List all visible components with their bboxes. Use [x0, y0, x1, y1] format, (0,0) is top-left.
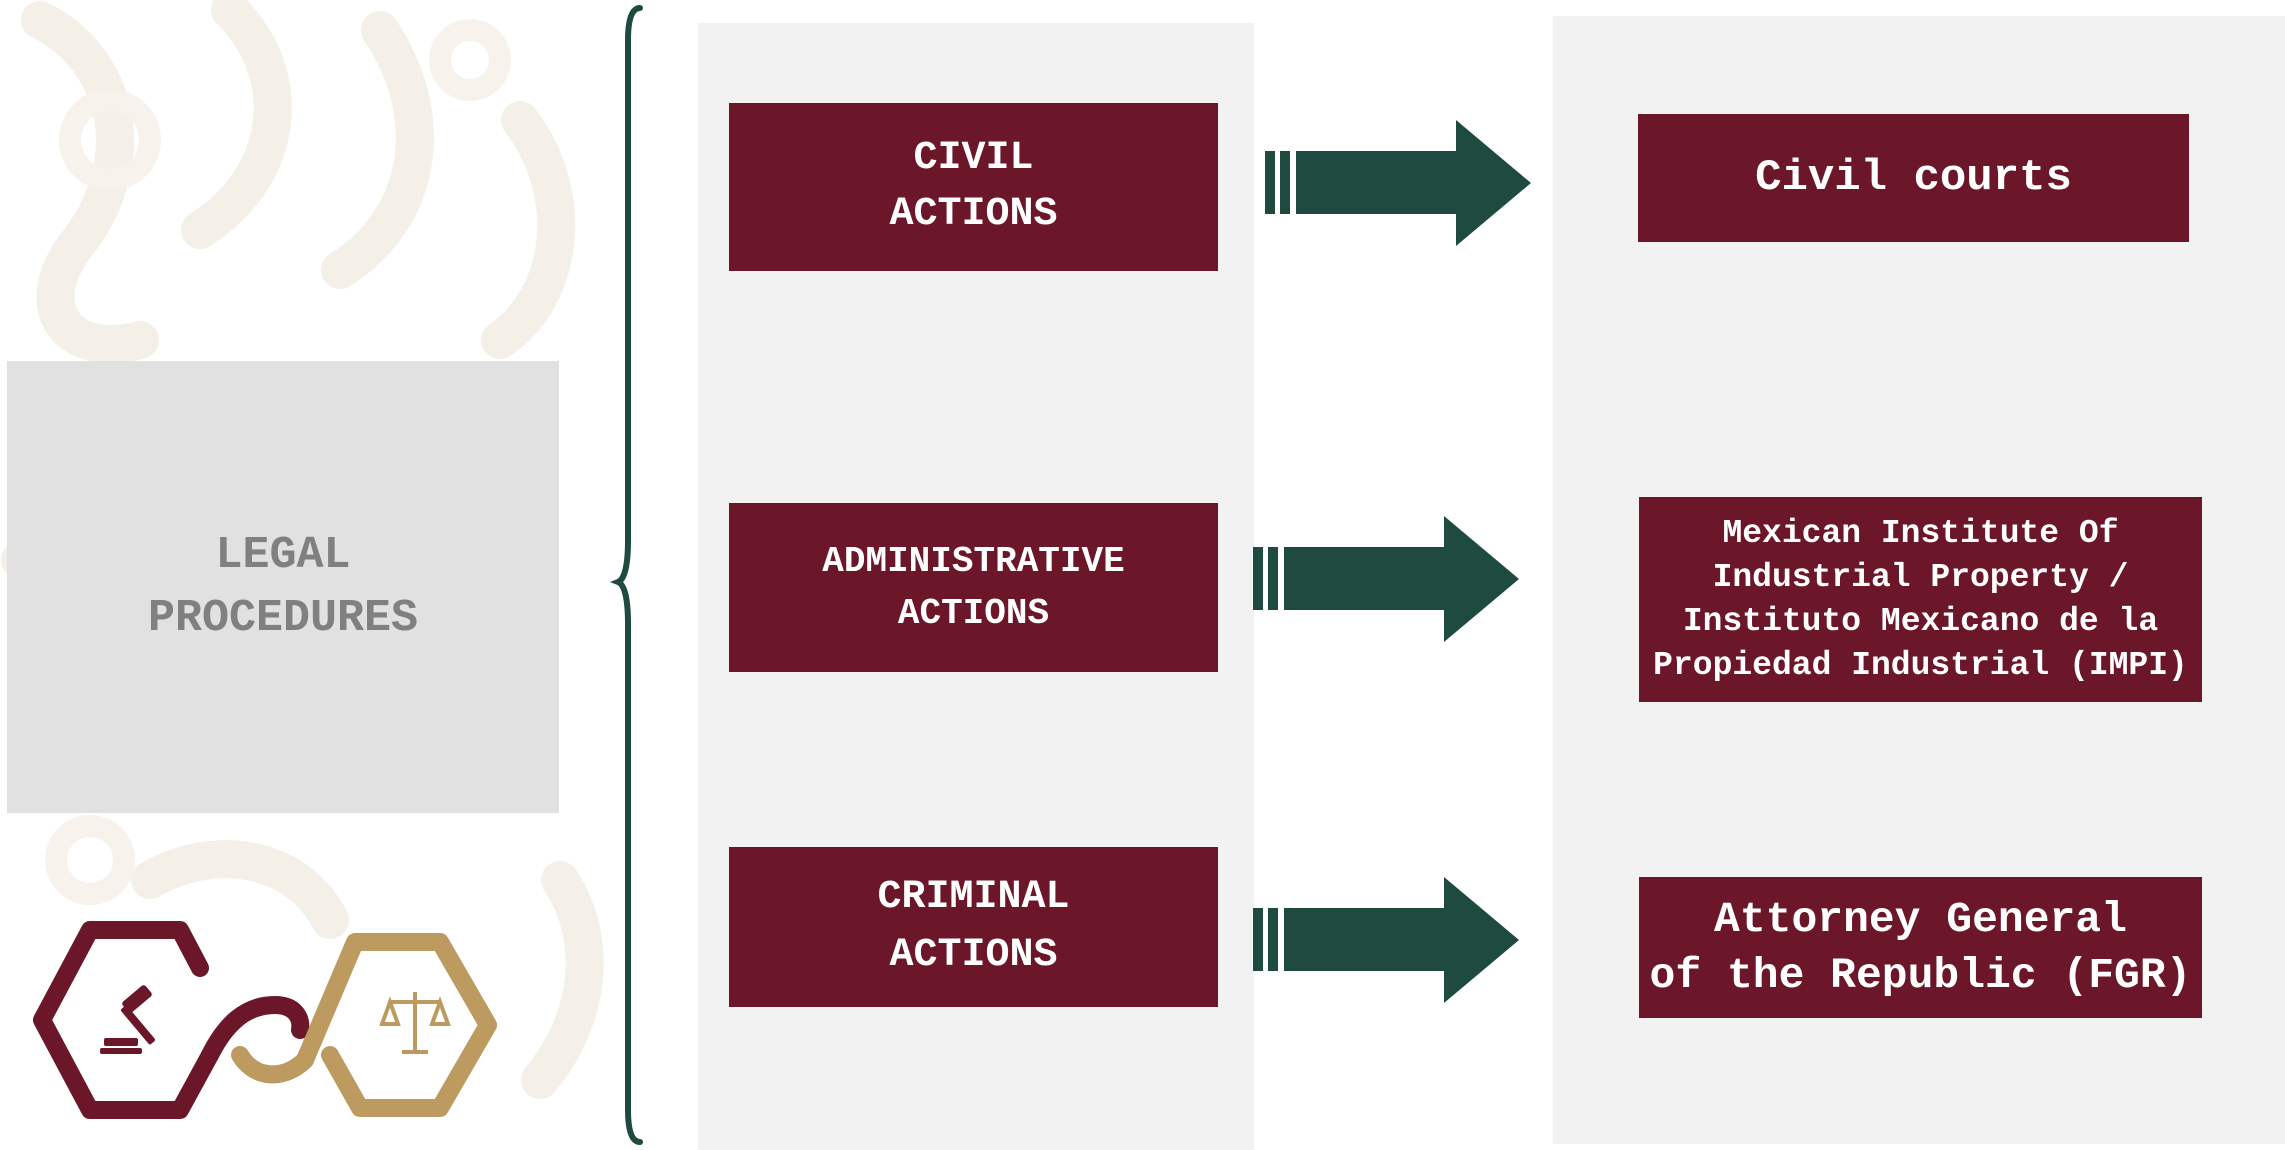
civil-actions-box: CIVIL ACTIONS	[729, 103, 1218, 271]
impi-label: Mexican Institute Of Industrial Property…	[1653, 514, 2188, 684]
fgr-box: Attorney General of the Republic (FGR)	[1639, 877, 2202, 1018]
impi-box: Mexican Institute Of Industrial Property…	[1639, 497, 2202, 702]
administrative-actions-box: ADMINISTRATIVE ACTIONS	[729, 503, 1218, 672]
criminal-actions-box: CRIMINAL ACTIONS	[729, 847, 1218, 1007]
scales-icon	[379, 992, 451, 1054]
civil-actions-label: CIVIL ACTIONS	[889, 136, 1058, 237]
fgr-label: Attorney General of the Republic (FGR)	[1649, 894, 2192, 1000]
civil-courts-box: Civil courts	[1638, 114, 2189, 242]
arrow-civil	[1265, 120, 1531, 246]
gavel-icon	[100, 985, 156, 1054]
civil-courts-label: Civil courts	[1755, 153, 2072, 203]
arrow-administrative	[1253, 516, 1519, 642]
legal-procedures-box: LEGAL PROCEDURES	[7, 361, 559, 813]
criminal-actions-label: CRIMINAL ACTIONS	[877, 875, 1070, 978]
logo	[33, 921, 497, 1119]
administrative-actions-label: ADMINISTRATIVE ACTIONS	[822, 540, 1125, 634]
curly-brace	[609, 5, 643, 1145]
arrow-criminal	[1253, 877, 1519, 1003]
legal-procedures-title: LEGAL PROCEDURES	[147, 530, 419, 644]
